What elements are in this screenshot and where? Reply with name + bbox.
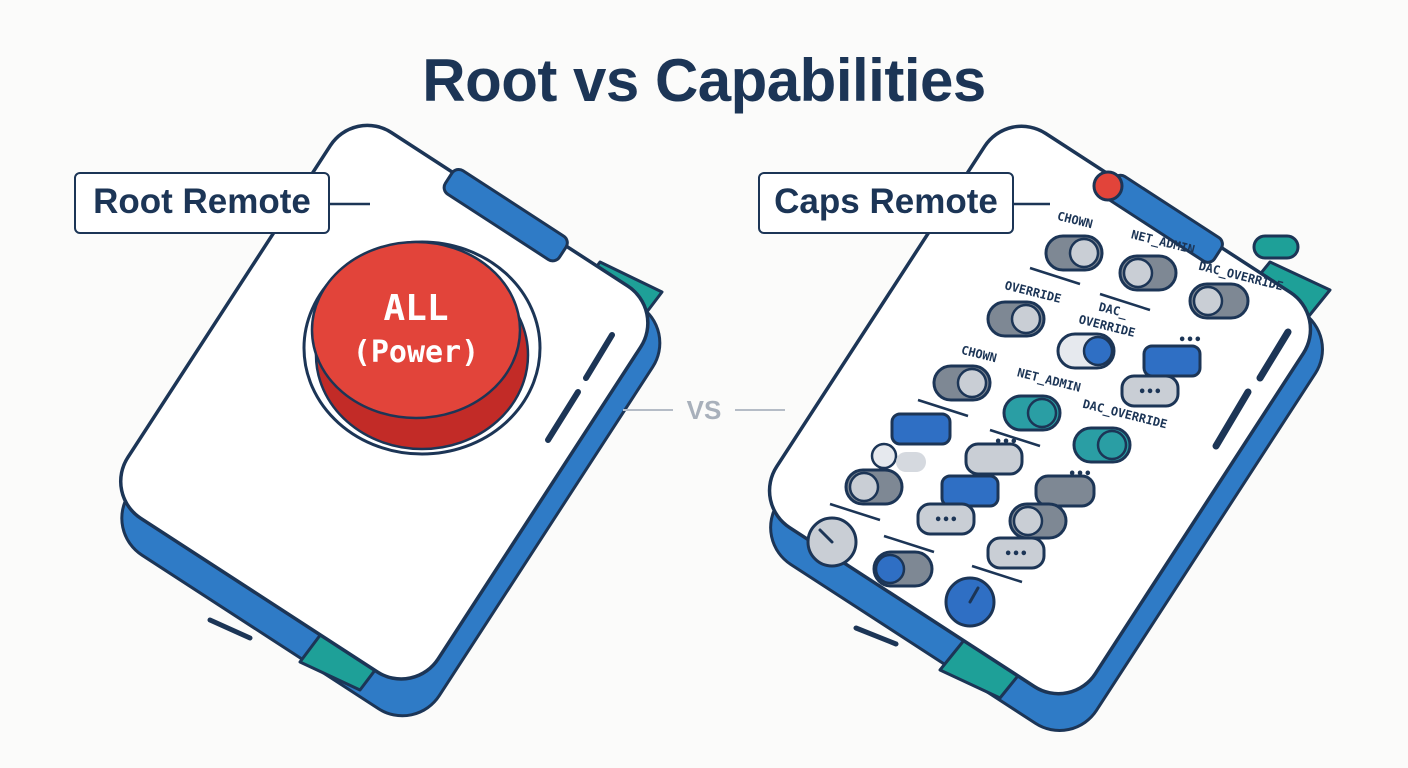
vs-divider: VS [620,392,788,428]
indicator-led-icon [1092,170,1124,202]
caps-remote-label: Caps Remote [758,172,1014,234]
root-remote-label: Root Remote [74,172,330,234]
more-marker-6: ••• [1004,547,1027,562]
vs-line-right [735,408,786,412]
all-power-button[interactable]: ALL (Power) [302,240,542,456]
page-title: Root vs Capabilities [422,47,986,114]
status-pill-icon [1252,234,1300,260]
capability-toggles[interactable] [806,234,1250,628]
more-marker-1: ••• [1178,333,1201,348]
more-marker-5: ••• [934,513,957,528]
more-marker-2: ••• [1138,385,1161,400]
all-power-button-line2: (Power) [353,335,479,370]
all-power-button-line1: ALL [383,288,448,329]
more-markers: ••• ••• ••• ••• ••• ••• [934,333,1201,562]
more-marker-4: ••• [1068,467,1091,482]
vs-line-left [622,408,673,412]
vs-text: VS [686,394,722,425]
more-marker-3: ••• [994,435,1017,450]
